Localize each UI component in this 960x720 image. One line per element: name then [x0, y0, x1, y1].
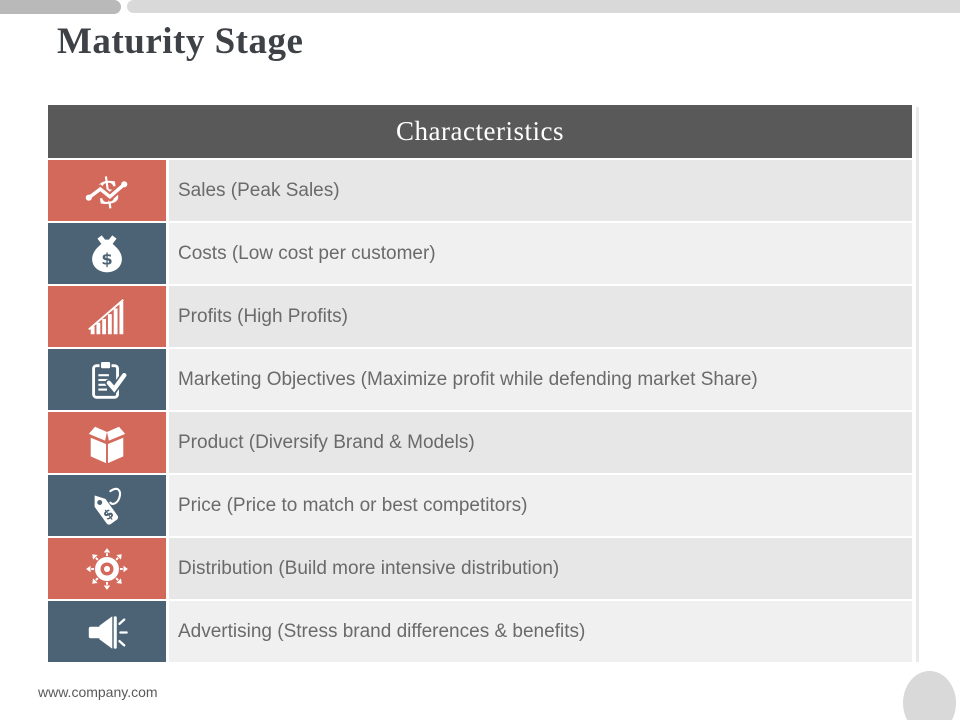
table-row: Marketing Objectives (Maximize profit wh… — [48, 349, 912, 410]
row-icon-cell — [48, 601, 166, 662]
table-body: $ Sales (Peak Sales) $ Costs (Low cost p… — [48, 160, 912, 662]
megaphone-icon — [84, 609, 130, 655]
svg-text:$: $ — [101, 506, 117, 524]
table-header: Characteristics — [48, 105, 912, 158]
row-label: Product (Diversify Brand & Models) — [169, 412, 912, 473]
row-label: Marketing Objectives (Maximize profit wh… — [169, 349, 912, 410]
row-icon-cell: $ — [48, 475, 166, 536]
characteristics-table: Characteristics $ Sales (Peak Sales) $ C… — [48, 105, 919, 662]
row-icon-cell — [48, 412, 166, 473]
row-label: Costs (Low cost per customer) — [169, 223, 912, 284]
top-bar-light-decoration — [127, 0, 960, 13]
row-icon-cell: $ — [48, 223, 166, 284]
row-icon-cell — [48, 286, 166, 347]
corner-ellipse-decoration — [903, 671, 956, 720]
row-icon-cell — [48, 538, 166, 599]
top-bar-dark-decoration — [0, 0, 121, 14]
row-label: Profits (High Profits) — [169, 286, 912, 347]
footer-url: www.company.com — [38, 684, 158, 700]
table-row: $ Sales (Peak Sales) — [48, 160, 912, 221]
table-row: $ Costs (Low cost per customer) — [48, 223, 912, 284]
table-row: $ Price (Price to match or best competit… — [48, 475, 912, 536]
clipboard-check-icon — [84, 357, 130, 403]
table-row: Advertising (Stress brand differences & … — [48, 601, 912, 662]
price-tag-icon: $ — [84, 483, 130, 529]
table-row: Distribution (Build more intensive distr… — [48, 538, 912, 599]
row-icon-cell — [48, 349, 166, 410]
table-row: Profits (High Profits) — [48, 286, 912, 347]
row-label: Advertising (Stress brand differences & … — [169, 601, 912, 662]
row-icon-cell: $ — [48, 160, 166, 221]
row-label: Distribution (Build more intensive distr… — [169, 538, 912, 599]
growth-bars-icon — [84, 294, 130, 340]
svg-text:$: $ — [101, 249, 112, 268]
sales-dollar-trend-icon: $ — [84, 168, 130, 214]
money-bag-icon: $ — [84, 231, 130, 277]
row-label: Price (Price to match or best competitor… — [169, 475, 912, 536]
open-box-icon — [84, 420, 130, 466]
distribution-network-icon — [84, 546, 130, 592]
table-row: Product (Diversify Brand & Models) — [48, 412, 912, 473]
page-title: Maturity Stage — [57, 21, 304, 62]
row-label: Sales (Peak Sales) — [169, 160, 912, 221]
